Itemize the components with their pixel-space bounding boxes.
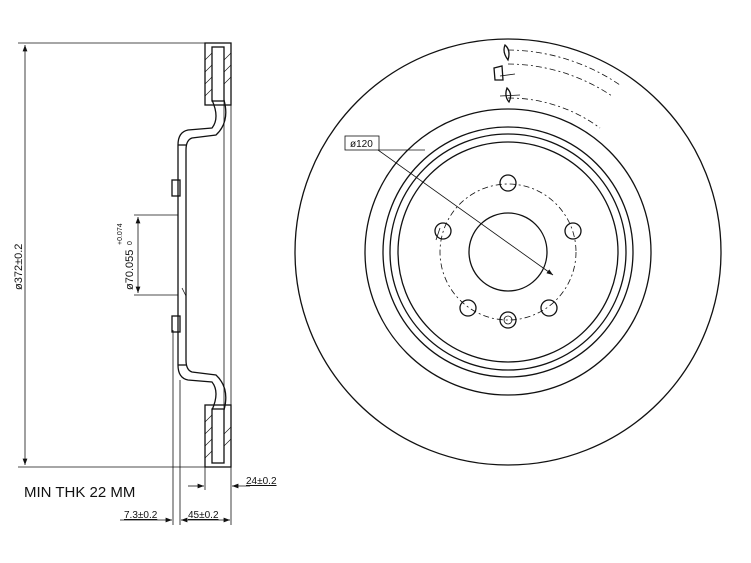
bolt-circle-label: ø120 (350, 139, 373, 150)
bolt-hole (434, 222, 452, 240)
locating-hole (499, 311, 517, 329)
hat-offset-label: 7.3±0.2 (124, 510, 158, 521)
outer-diameter-label: ø372±0.2 (13, 244, 25, 290)
outer-rim (294, 38, 722, 466)
bolt-circle-label-box (344, 135, 380, 151)
bolt-circle (439, 183, 577, 321)
bore-tolerance-lower: 0 (127, 241, 134, 245)
bolt-hole (564, 222, 582, 240)
thickness-label: 24±0.2 (246, 476, 277, 487)
bore-tolerance-upper: +0.074 (117, 223, 124, 245)
bolt-hole (459, 299, 477, 317)
bolt-holes (434, 174, 582, 329)
overall-height-label: 45±0.2 (188, 510, 219, 521)
bolt-hole (540, 299, 558, 317)
bore-diameter-label: ø70.055 (124, 250, 136, 290)
section-view (18, 42, 250, 525)
center-bore (468, 212, 548, 292)
front-view (294, 38, 722, 466)
bolt-hole (499, 174, 517, 192)
min-thickness-note: MIN THK 22 MM (24, 484, 135, 501)
